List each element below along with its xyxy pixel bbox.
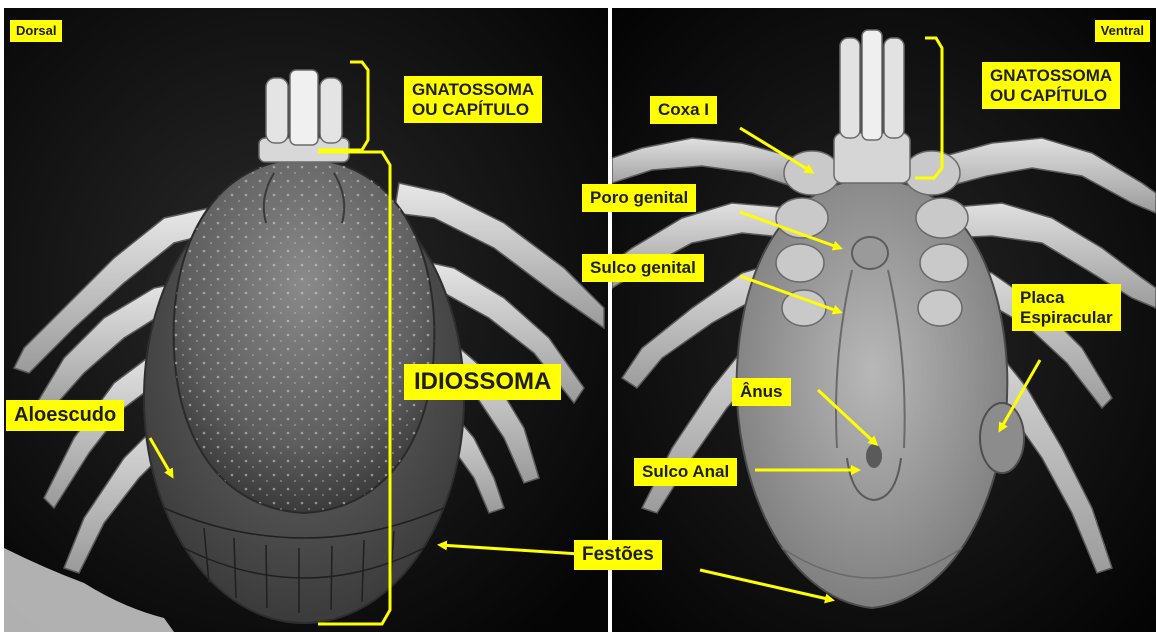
gnatossoma-label-line2: OU CAPÍTULO xyxy=(412,100,534,120)
gnatossoma-label-line1: GNATOSSOMA xyxy=(412,80,534,100)
gnatossoma-label-ventral: GNATOSSOMA OU CAPÍTULO xyxy=(982,62,1120,109)
ventral-capitulum xyxy=(834,30,910,183)
dorsal-capitulum xyxy=(259,70,349,162)
sulco-genital-label: Sulco genital xyxy=(582,254,704,282)
sulco-anal-label: Sulco Anal xyxy=(634,458,737,486)
gnatossoma-label-line2: OU CAPÍTULO xyxy=(990,86,1112,106)
gnatossoma-label-line1: GNATOSSOMA xyxy=(990,66,1112,86)
placa-label-line1: Placa xyxy=(1020,288,1113,308)
aloescudo-label: Aloescudo xyxy=(6,400,124,431)
placa-espiracular-label: Placa Espiracular xyxy=(1012,284,1121,331)
ventral-view-tag: Ventral xyxy=(1095,20,1150,42)
dorsal-view-tag: Dorsal xyxy=(10,20,62,42)
coxa-i-label: Coxa I xyxy=(650,96,717,124)
anus xyxy=(866,444,882,468)
gnatossoma-label-dorsal: GNATOSSOMA OU CAPÍTULO xyxy=(404,76,542,123)
placa-label-line2: Espiracular xyxy=(1020,308,1113,328)
poro-genital-label: Poro genital xyxy=(582,184,696,212)
spiracular-plate xyxy=(980,403,1024,473)
anus-label: Ânus xyxy=(732,378,791,406)
idiossoma-label: IDIOSSOMA xyxy=(404,364,561,400)
festoes-label: Festões xyxy=(574,540,662,570)
genital-pore xyxy=(852,237,888,269)
scutum-punctations xyxy=(174,158,435,513)
